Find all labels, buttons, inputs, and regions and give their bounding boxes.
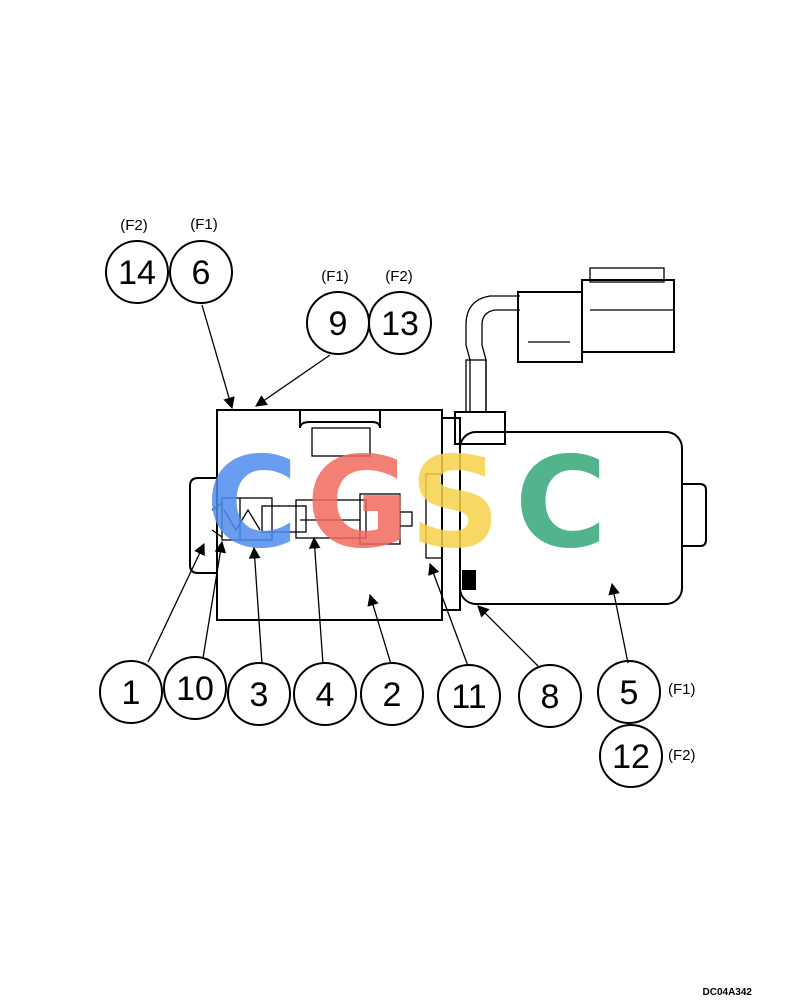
spool	[211, 493, 413, 545]
callout-5-number: 5	[620, 674, 639, 712]
callout-10-number: 10	[176, 670, 214, 708]
valve-drawing	[189, 267, 707, 621]
callout-12-variant: (F2)	[668, 747, 696, 764]
callout-13-number: 14	[118, 254, 156, 292]
callout-2-number: 2	[383, 676, 402, 714]
callout-6-variant: (F1)	[190, 216, 218, 233]
watermark-letter-s-3: S	[410, 429, 501, 576]
callout-1: 1	[99, 660, 163, 724]
callout-14-number: 13	[381, 305, 419, 343]
flange-ring	[425, 473, 443, 559]
callout-3: 3	[227, 662, 291, 726]
electrical-connector	[517, 267, 675, 363]
callout-6: 6 (F1)	[169, 216, 233, 304]
callout-13: 14 (F2)	[105, 217, 169, 304]
callout-2: 2	[360, 662, 424, 726]
top-boss	[299, 410, 381, 429]
callout-4-number: 4	[316, 676, 335, 714]
callout-8: 8	[518, 664, 582, 728]
callout-9-variant: (F1)	[321, 268, 349, 285]
callout-3-number: 3	[250, 676, 269, 714]
callout-1-number: 1	[122, 674, 141, 712]
callout-12-number: 12	[612, 738, 650, 776]
callout-5-variant: (F1)	[668, 681, 696, 698]
callout-14-variant: (F2)	[385, 268, 413, 285]
callout-8-number: 8	[541, 678, 560, 716]
callout-9: 9 (F1)	[306, 268, 370, 355]
coil-end	[682, 483, 707, 547]
figure-code: DC04A342	[703, 987, 753, 998]
callout-9-number: 9	[329, 305, 348, 343]
callout-10: 10	[163, 656, 227, 720]
leader-lines	[147, 304, 629, 667]
callout-11: 11	[437, 664, 501, 728]
callout-11-number: 11	[451, 678, 486, 716]
callout-6-number: 6	[192, 254, 211, 292]
callout-13-variant: (F2)	[120, 217, 148, 234]
watermark-letter-c-4: C	[515, 429, 607, 576]
callout-4: 4	[293, 662, 357, 726]
callout-5: 5 (F1)	[597, 660, 696, 724]
coil-tag	[462, 570, 476, 590]
solenoid-coil	[459, 431, 683, 605]
top-port	[311, 427, 371, 457]
callout-14: 13 (F2)	[368, 268, 432, 355]
watermark-letter-g-2: G	[306, 429, 409, 576]
end-cap	[189, 477, 217, 574]
callout-12: 12 (F2)	[599, 724, 696, 788]
wire-lead	[465, 295, 520, 412]
